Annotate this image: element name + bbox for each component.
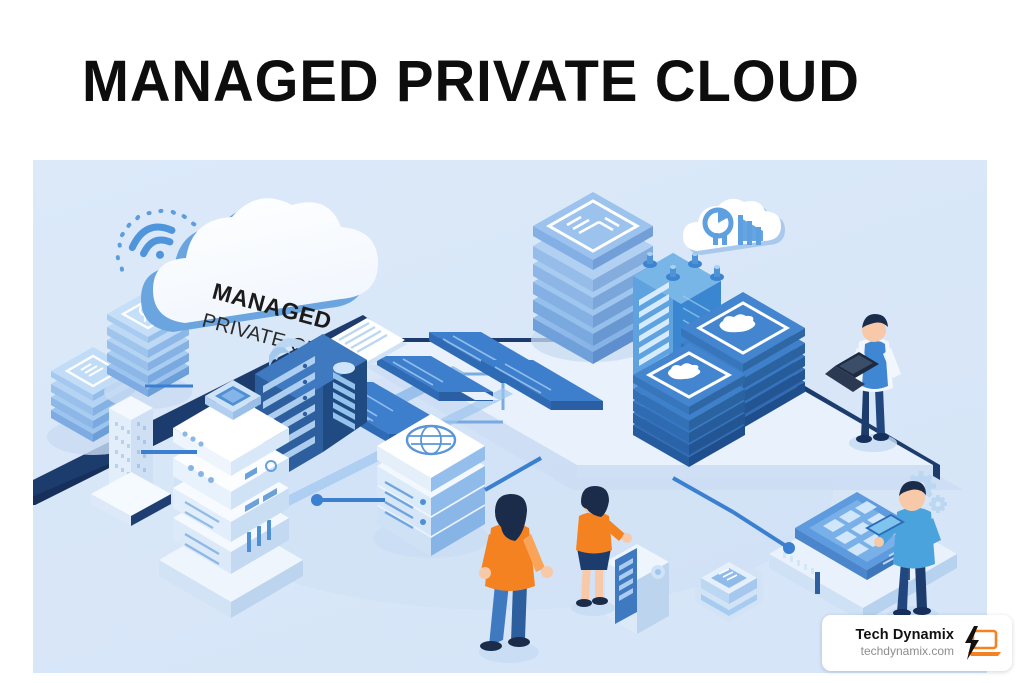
person-laptop-right xyxy=(825,314,901,452)
small-server-cabinet xyxy=(605,544,669,634)
server-tower-center xyxy=(531,192,655,364)
brand-logo-badge[interactable]: Tech Dynamix techdynamix.com xyxy=(822,615,1012,671)
person-walking-orange xyxy=(479,494,553,663)
server-rack-dark-lock xyxy=(255,334,367,492)
laptop-bolt-icon xyxy=(965,626,1001,660)
server-stack-globe xyxy=(373,414,489,558)
isometric-illustration: MANAGED PRIVATE CLOUD xyxy=(33,160,987,673)
hex-chip-pedestal xyxy=(695,554,763,622)
cloud-managed-private-cloud: MANAGED PRIVATE CLOUD xyxy=(115,198,378,373)
office-tower-building xyxy=(91,396,171,526)
person-at-server-cabinet xyxy=(571,486,632,616)
connector-lines xyxy=(141,384,795,554)
brand-name: Tech Dynamix xyxy=(855,627,954,644)
brand-url: techdynamix.com xyxy=(860,644,954,659)
page-title: MANAGED PRIVATE CLOUD xyxy=(82,49,860,114)
server-tower-white-cpu xyxy=(159,380,303,618)
cloud-card-stack-front xyxy=(633,343,745,467)
illustration-panel: MANAGED PRIVATE CLOUD xyxy=(33,160,987,673)
cloud-analytics-icon xyxy=(683,198,785,255)
brand-text: Tech Dynamix techdynamix.com xyxy=(836,627,954,659)
